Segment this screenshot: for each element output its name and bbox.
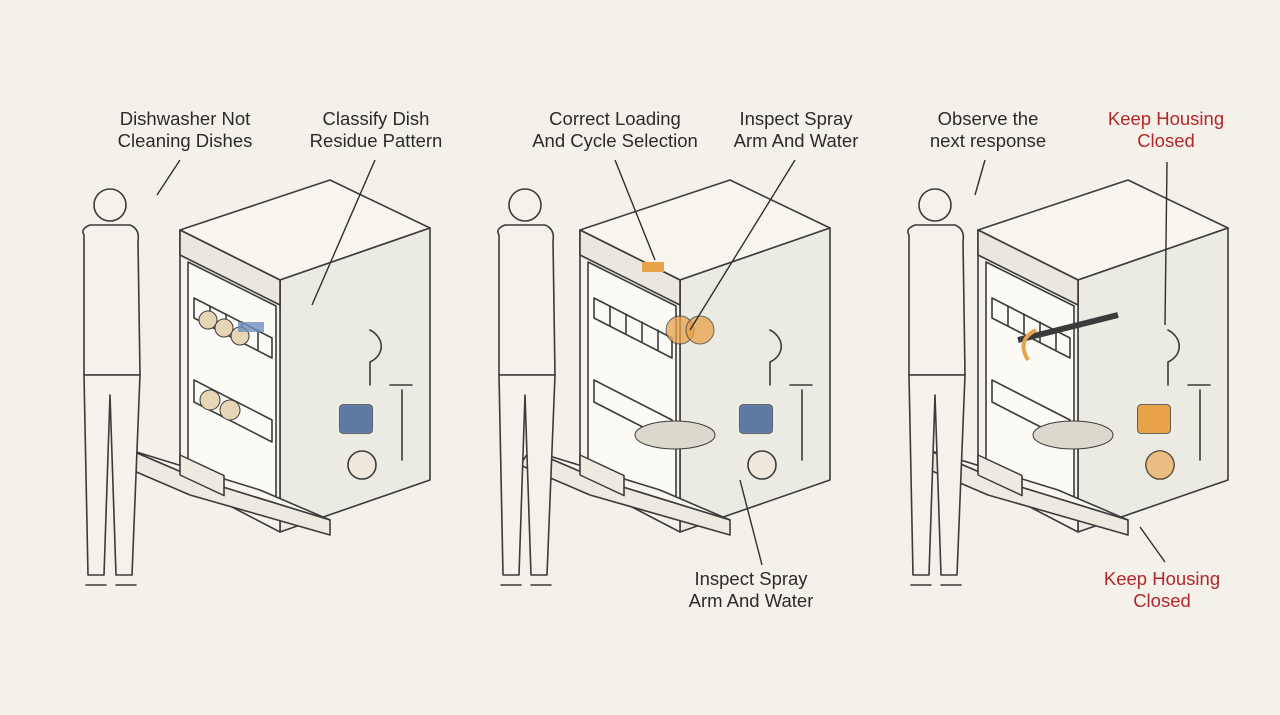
leader-lines xyxy=(156,159,1168,566)
dishwasher-1 xyxy=(119,179,431,536)
dishwasher-2 xyxy=(519,179,831,536)
person-2 xyxy=(497,188,556,586)
person-1 xyxy=(82,188,141,586)
panel-1 xyxy=(82,179,431,586)
panel-2 xyxy=(497,179,831,586)
person-3 xyxy=(907,188,966,586)
dishwasher-3 xyxy=(917,179,1229,536)
panel-3 xyxy=(907,179,1229,586)
